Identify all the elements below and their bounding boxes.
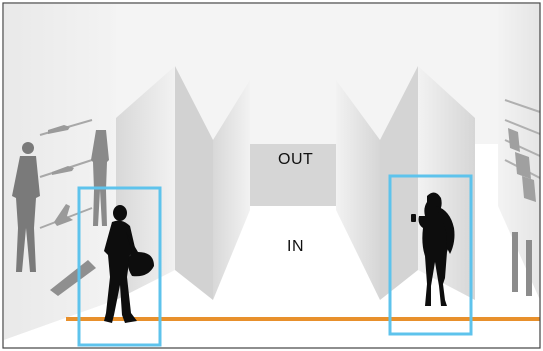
partition-right-1 — [336, 80, 380, 300]
shoe-icon — [54, 204, 73, 226]
zone-in-label: IN — [287, 238, 304, 255]
detection-box-person-1 — [77, 186, 162, 347]
zone-out-label: OUT — [278, 151, 314, 168]
shoe-icon — [52, 166, 74, 175]
left-shelves — [39, 119, 96, 296]
partition-left-2 — [213, 80, 250, 300]
shelf-block — [50, 260, 96, 296]
mannequin-icon — [91, 130, 109, 226]
detection-box-person-2 — [388, 174, 473, 336]
hanging-clothes — [508, 128, 536, 296]
mannequin-icon — [12, 142, 40, 272]
person-walking-with-bag-icon — [104, 205, 154, 323]
shoe-icon — [48, 125, 70, 134]
person-standing-with-phone-icon — [411, 192, 455, 306]
partition-left-1-side — [175, 66, 213, 300]
